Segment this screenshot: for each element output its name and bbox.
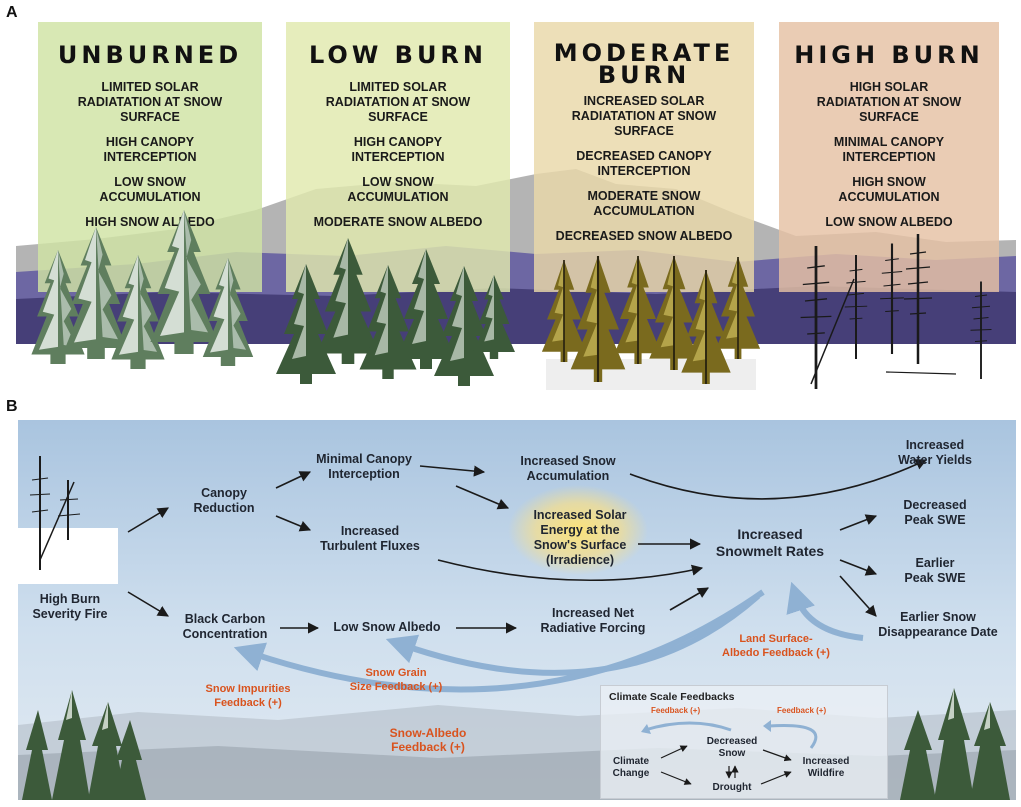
node-increased-solar-energy: Increased Solar Energy at the Snow's Sur… — [533, 508, 627, 567]
node-increased-turbulent-fluxes: Increased Turbulent Fluxes — [320, 524, 420, 553]
trees-illustration — [31, 210, 993, 390]
category-line: LIMITED SOLAR RADIATATION AT SNOW SURFAC… — [77, 80, 223, 124]
increased-wildfire-node: Increased Wildfire — [802, 756, 850, 779]
node-high-burn-severity-fire: High Burn Severity Fire — [32, 592, 108, 621]
category-line: MINIMAL CANOPY INTERCEPTION — [833, 135, 945, 164]
category-line: LIMITED SOLAR RADIATATION AT SNOW SURFAC… — [325, 80, 471, 124]
climate-arrows — [641, 720, 818, 785]
landscape-background — [16, 169, 1016, 390]
sun-glow — [508, 485, 648, 575]
category-title: LOW BURN — [308, 41, 487, 69]
category-line: MODERATE SNOW ALBEDO — [313, 215, 483, 229]
panel-b-label: B — [6, 398, 18, 415]
climate-change-node: Climate Change — [612, 756, 650, 779]
category-unburned: UNBURNED LIMITED SOLAR RADIATATION AT SN… — [38, 22, 262, 292]
snow-albedo-feedback-label: Snow-Albedo Feedback (+) — [389, 726, 467, 754]
category-line: HIGH CANOPY INTERCEPTION — [103, 135, 197, 164]
category-title: UNBURNED — [57, 41, 243, 69]
category-line: LOW SNOW ACCUMULATION — [347, 175, 449, 204]
snow-grain-size-feedback-label: Snow Grain Size Feedback (+) — [349, 667, 443, 693]
category-line: LOW SNOW ACCUMULATION — [99, 175, 201, 204]
climate-scale-feedbacks-box: Climate Scale Feedbacks Feedback (+) Fee… — [600, 685, 888, 799]
category-line: HIGH SOLAR RADIATATION AT SNOW SURFACE — [816, 80, 962, 124]
node-earlier-snow-disappearance-date: Earlier Snow Disappearance Date — [878, 610, 998, 639]
category-line: INCREASED SOLAR RADIATATION AT SNOW SURF… — [571, 94, 717, 138]
feedback-arrows — [233, 581, 864, 693]
node-canopy-reduction: Canopy Reduction — [193, 486, 255, 515]
panel-a-label: A — [6, 4, 18, 21]
node-increased-snow-accumulation: Increased Snow Accumulation — [520, 454, 616, 483]
climate-feedback-right-label: Feedback (+) — [777, 706, 827, 715]
node-low-snow-albedo: Low Snow Albedo — [333, 620, 441, 634]
decreased-snow-node: Decreased Snow — [706, 736, 758, 759]
process-diagram-panel: High Burn Severity Fire Canopy Reduction… — [18, 420, 1016, 800]
climate-box-title: Climate Scale Feedbacks — [609, 691, 735, 703]
category-moderate-burn: MODERATE BURN INCREASED SOLAR RADIATATIO… — [534, 22, 754, 292]
node-black-carbon-concentration: Black Carbon Concentration — [182, 612, 268, 641]
category-low-burn: LOW BURN LIMITED SOLAR RADIATATION AT SN… — [286, 22, 510, 292]
node-increased-net-radiative-forcing: Increased Net Radiative Forcing — [540, 606, 646, 635]
drought-node: Drought — [712, 782, 752, 793]
land-surface-albedo-feedback-label: Land Surface- Albedo Feedback (+) — [722, 633, 830, 659]
category-line: LOW SNOW ALBEDO — [825, 215, 953, 229]
category-line: DECREASED CANOPY INTERCEPTION — [576, 149, 712, 178]
category-title: HIGH BURN — [794, 41, 984, 69]
burn-severity-panel: UNBURNED LIMITED SOLAR RADIATATION AT SN… — [16, 14, 1016, 390]
causal-arrows — [127, 459, 928, 634]
node-decreased-peak-swe: Decreased Peak SWE — [903, 498, 967, 527]
category-line: HIGH SNOW ACCUMULATION — [838, 175, 940, 204]
node-increased-snowmelt-rates: Increased Snowmelt Rates — [715, 526, 825, 559]
category-line: DECREASED SNOW ALBEDO — [555, 229, 733, 243]
category-line: MODERATE SNOW ACCUMULATION — [587, 189, 701, 218]
snow-impurities-feedback-label: Snow Impurities Feedback (+) — [205, 683, 291, 709]
node-minimal-canopy-interception: Minimal Canopy Interception — [316, 452, 412, 481]
dead-tree-icon — [29, 456, 81, 570]
node-increased-water-yields: Increased Water Yields — [898, 438, 972, 467]
category-title: MODERATE BURN — [553, 39, 735, 89]
node-earlier-peak-swe: Earlier Peak SWE — [904, 556, 966, 585]
climate-feedback-left-label: Feedback (+) — [651, 706, 701, 715]
category-line: HIGH CANOPY INTERCEPTION — [351, 135, 445, 164]
